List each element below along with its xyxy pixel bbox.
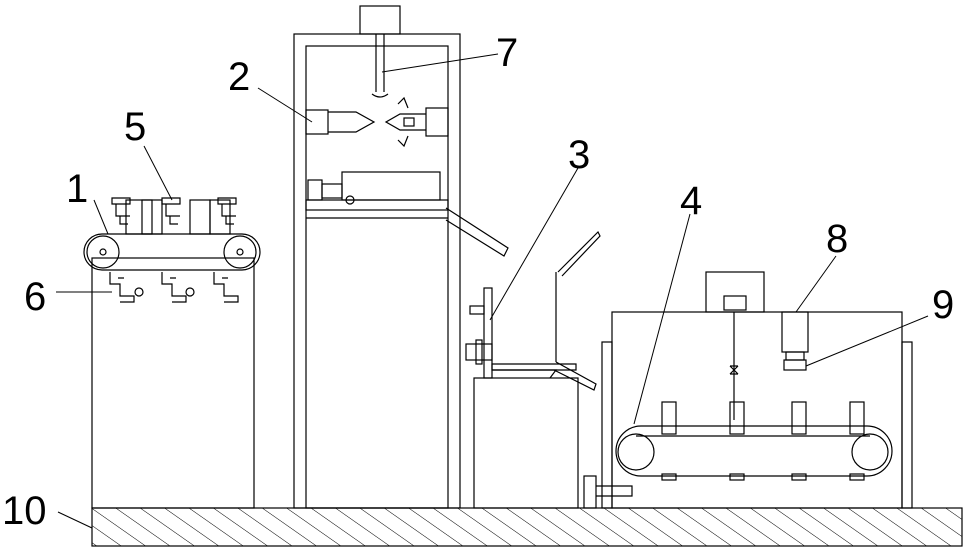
label-4: 4: [680, 179, 702, 223]
label-1: 1: [66, 167, 88, 211]
label-9: 9: [932, 283, 954, 327]
center-frame: [294, 6, 508, 508]
right-machine: [584, 272, 912, 508]
label-3: 3: [568, 133, 590, 177]
ground-base: [92, 508, 962, 546]
label-7: 7: [496, 31, 518, 75]
label-6: 6: [24, 275, 46, 319]
label-8: 8: [826, 217, 848, 261]
label-10: 10: [2, 489, 47, 533]
left-cabinet: [84, 198, 260, 508]
label-2: 2: [228, 55, 250, 99]
callout-labels: 1 2 3 4 5 6 7 8 9 10: [2, 31, 954, 533]
middle-station: [466, 232, 600, 508]
label-5: 5: [124, 105, 146, 149]
